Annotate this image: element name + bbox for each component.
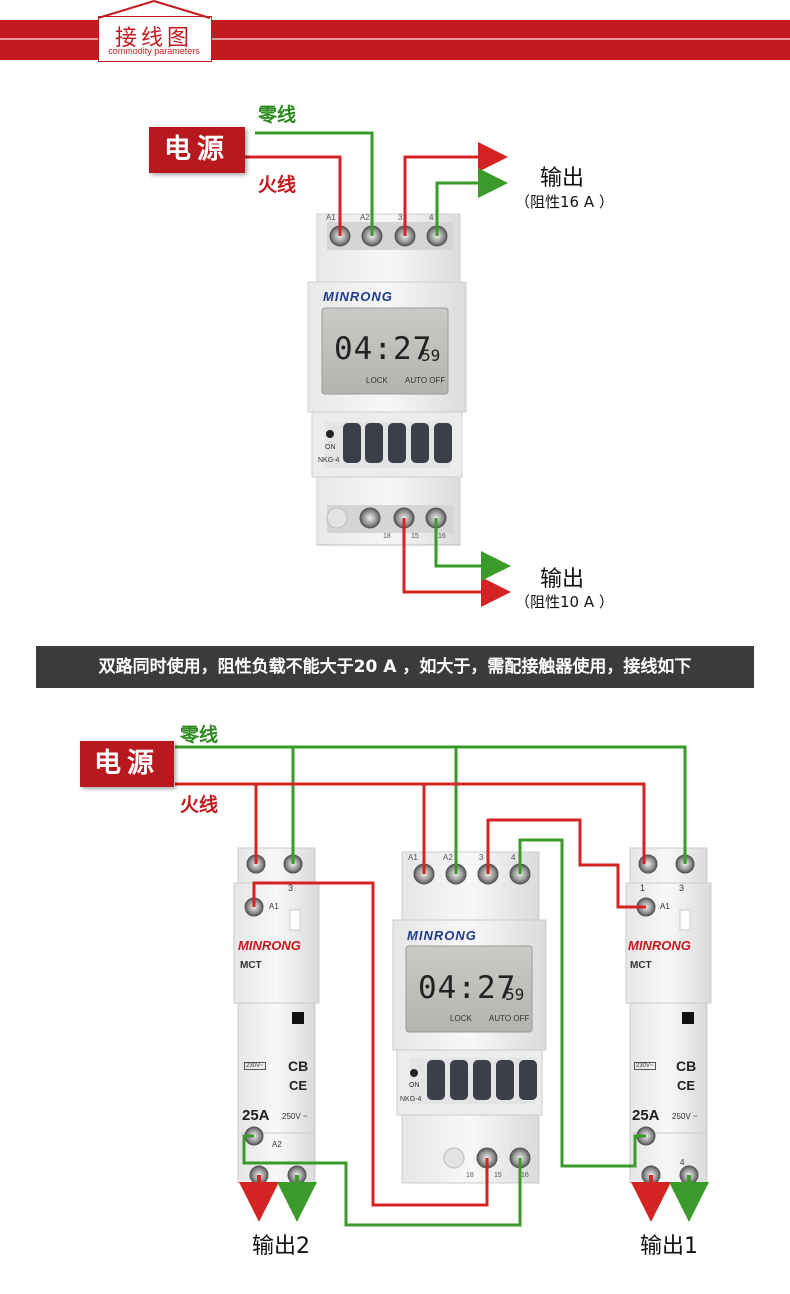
output-16a-rating: （阻性16 A ） xyxy=(515,193,614,211)
timer-model: NKG-4 xyxy=(318,457,340,464)
top-wiring-diagram xyxy=(234,131,511,607)
right-contactor-rating: 25A xyxy=(632,1107,660,1124)
right-contactor-terminal-3: 3 xyxy=(679,883,685,893)
left-contactor-coil: 230V~ xyxy=(244,1062,266,1070)
contactor-wiring-diagram xyxy=(175,745,712,1227)
timer-on-label: ON xyxy=(325,444,336,451)
header-title: 接线图 xyxy=(114,26,193,51)
left-contactor-ce: CE xyxy=(289,1078,308,1093)
center-timer-model: NKG-4 xyxy=(400,1096,422,1103)
right-contactor-terminal-1: 1 xyxy=(640,883,646,893)
left-contactor-terminal-3: 3 xyxy=(288,883,294,893)
output1-label: 输出1 xyxy=(640,1234,698,1259)
header-title-box xyxy=(98,16,212,62)
timer-mode-indicator: AUTO OFF xyxy=(405,376,446,385)
right-contactor-ce: CE xyxy=(677,1078,696,1093)
center-timer-mode: AUTO OFF xyxy=(489,1014,530,1023)
right-contactor-voltage: 250V ~ xyxy=(672,1112,698,1121)
left-contactor-a2: A2 xyxy=(272,1140,282,1149)
header-subtitle: commodity parameters xyxy=(108,46,200,56)
timer-brand: MINRONG xyxy=(323,289,393,304)
right-contactor-model: MCT xyxy=(630,960,652,971)
output-10a-rating: （阻性10 A ） xyxy=(515,593,614,611)
center-timer-lock: LOCK xyxy=(450,1014,472,1023)
timer-seconds: 59 xyxy=(421,346,441,365)
header-stripe xyxy=(0,38,790,40)
right-contactor-a1: A1 xyxy=(660,902,670,911)
timer-device xyxy=(307,213,467,546)
left-contactor-cb: CB xyxy=(288,1058,309,1074)
left-contactor-a1: A1 xyxy=(269,902,279,911)
live-label: 火线 xyxy=(258,174,297,196)
left-contactor-brand: MINRONG xyxy=(238,938,301,953)
power-label: 电源 xyxy=(149,127,245,173)
output-16a-label: 输出 xyxy=(540,166,585,191)
neutral-label-bottom: 零线 xyxy=(180,724,219,746)
center-timer-on: ON xyxy=(409,1082,420,1089)
right-contactor-coil: 230V~ xyxy=(634,1062,656,1070)
center-timer-body xyxy=(392,851,547,1184)
timer-clock: 04:27 xyxy=(334,331,433,367)
left-contactor-model: MCT xyxy=(240,960,262,971)
live-label-bottom: 火线 xyxy=(180,794,219,816)
right-contactor-brand: MINRONG xyxy=(628,938,691,953)
center-timer-brand: MINRONG xyxy=(407,928,477,943)
right-contactor-terminal-4: 4 xyxy=(680,1158,685,1167)
neutral-label: 零线 xyxy=(258,104,297,126)
center-timer-clock: 04:27 xyxy=(418,970,517,1006)
center-timer-seconds: 59 xyxy=(505,985,525,1004)
timer-lock-indicator: LOCK xyxy=(366,376,388,385)
output2-label: 输出2 xyxy=(252,1234,310,1259)
left-contactor-rating: 25A xyxy=(242,1107,270,1124)
right-contactor-cb: CB xyxy=(676,1058,697,1074)
power-label-bottom: 电源 xyxy=(80,741,174,787)
roof-icon xyxy=(97,0,211,19)
left-contactor-voltage: 250V ~ xyxy=(282,1112,308,1121)
output-10a-label: 输出 xyxy=(540,567,585,592)
usage-note-banner: 双路同时使用，阻性负载不能大于20 A ，如大于，需配接触器使用，接线如下 xyxy=(36,646,754,688)
